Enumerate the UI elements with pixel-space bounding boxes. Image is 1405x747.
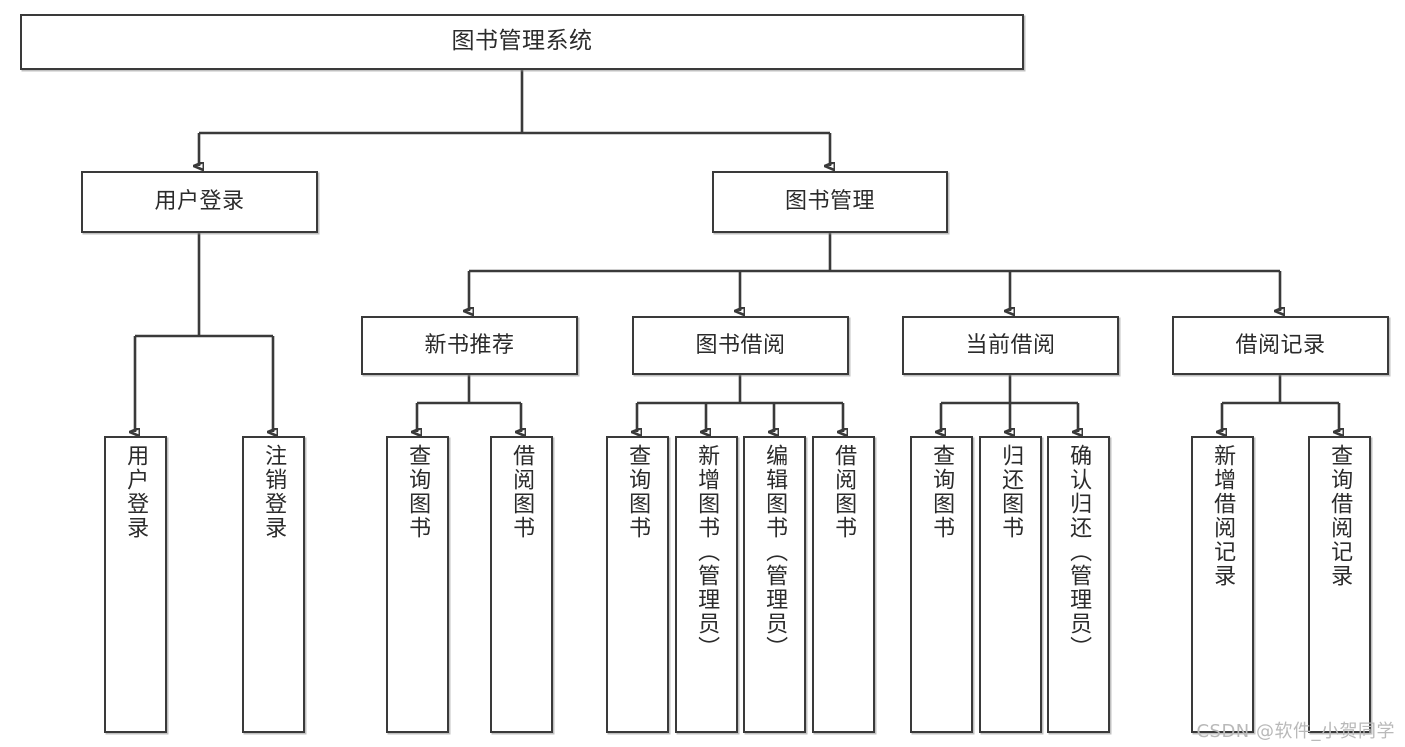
leaf-borrow-record-2[interactable]: 查询借阅记录 bbox=[1308, 436, 1371, 733]
leaf-book-borrow-1[interactable]: 查询图书 bbox=[606, 436, 669, 733]
node-user-login[interactable]: 用户登录 bbox=[81, 171, 318, 233]
leaf-borrow-record-1-label: 新增借阅记录 bbox=[1210, 444, 1236, 588]
leaf-current-borrow-1[interactable]: 查询图书 bbox=[910, 436, 973, 733]
node-book-management[interactable]: 图书管理 bbox=[712, 171, 948, 233]
node-current-borrow-label: 当前借阅 bbox=[965, 332, 1056, 358]
leaf-current-borrow-3[interactable]: 确认归还（管理员） bbox=[1047, 436, 1110, 733]
leaf-new-book-1-label: 查询图书 bbox=[405, 444, 431, 540]
node-root-label: 图书管理系统 bbox=[451, 28, 593, 55]
leaf-book-borrow-3[interactable]: 编辑图书（管理员） bbox=[743, 436, 806, 733]
leaf-user-login-2[interactable]: 注销登录 bbox=[242, 436, 305, 733]
node-user-login-label: 用户登录 bbox=[154, 189, 245, 215]
leaf-user-login-2-label: 注销登录 bbox=[261, 444, 287, 540]
leaf-current-borrow-2-label: 归还图书 bbox=[998, 444, 1024, 540]
node-new-book-recommend[interactable]: 新书推荐 bbox=[361, 316, 578, 375]
leaf-current-borrow-1-label: 查询图书 bbox=[929, 444, 955, 540]
leaf-user-login-1[interactable]: 用户登录 bbox=[104, 436, 167, 733]
leaf-new-book-2[interactable]: 借阅图书 bbox=[490, 436, 553, 733]
leaf-current-borrow-3-label: 确认归还（管理员） bbox=[1066, 444, 1092, 660]
leaf-borrow-record-2-label: 查询借阅记录 bbox=[1327, 444, 1353, 588]
leaf-book-borrow-2-label: 新增图书（管理员） bbox=[694, 444, 720, 660]
node-book-management-label: 图书管理 bbox=[784, 189, 875, 215]
leaf-book-borrow-4[interactable]: 借阅图书 bbox=[812, 436, 875, 733]
leaf-book-borrow-4-label: 借阅图书 bbox=[831, 444, 857, 540]
leaf-book-borrow-1-label: 查询图书 bbox=[625, 444, 651, 540]
node-book-borrow-label: 图书借阅 bbox=[695, 332, 786, 358]
node-root[interactable]: 图书管理系统 bbox=[20, 14, 1024, 70]
node-current-borrow[interactable]: 当前借阅 bbox=[902, 316, 1119, 375]
csdn-watermark: CSDN @软件_小贺同学 bbox=[1196, 721, 1395, 742]
leaf-current-borrow-2[interactable]: 归还图书 bbox=[979, 436, 1042, 733]
leaf-new-book-1[interactable]: 查询图书 bbox=[386, 436, 449, 733]
leaf-book-borrow-2[interactable]: 新增图书（管理员） bbox=[675, 436, 738, 733]
node-new-book-recommend-label: 新书推荐 bbox=[424, 332, 515, 358]
node-borrow-record[interactable]: 借阅记录 bbox=[1172, 316, 1389, 375]
leaf-borrow-record-1[interactable]: 新增借阅记录 bbox=[1191, 436, 1254, 733]
leaf-user-login-1-label: 用户登录 bbox=[123, 444, 149, 540]
leaf-new-book-2-label: 借阅图书 bbox=[509, 444, 535, 540]
leaf-book-borrow-3-label: 编辑图书（管理员） bbox=[762, 444, 788, 660]
node-book-borrow[interactable]: 图书借阅 bbox=[632, 316, 849, 375]
node-borrow-record-label: 借阅记录 bbox=[1235, 332, 1326, 358]
